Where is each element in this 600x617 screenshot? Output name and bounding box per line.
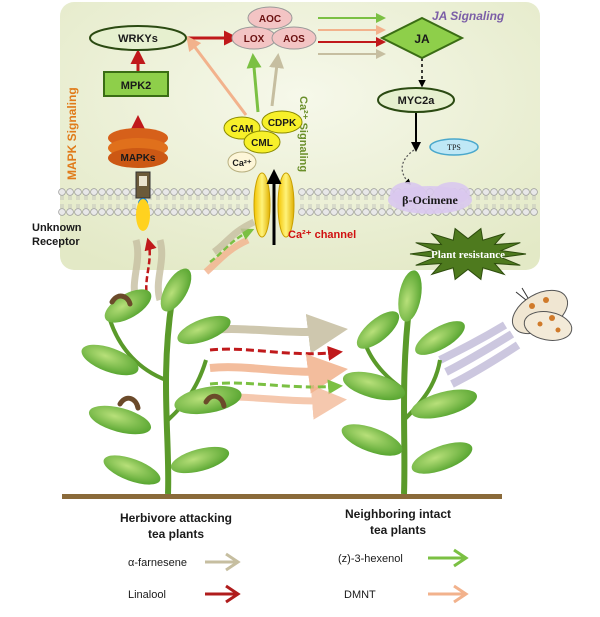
neighbor-label-1: Neighboring intact <box>345 507 451 521</box>
mapks-complex <box>108 128 168 168</box>
mapk-signaling-label: MAPK Signaling <box>65 87 79 180</box>
legend-arrow-icon <box>205 584 241 604</box>
legend-item: Linalool <box>128 584 241 604</box>
cml-node <box>243 130 281 154</box>
myc2a-node <box>377 87 455 113</box>
herbivore-label-2: tea plants <box>148 527 204 541</box>
ocimene-label: β-Ocimene <box>402 193 458 207</box>
ca-channel-label: Ca²⁺ channel <box>288 229 356 241</box>
arrow-ca-to-lox <box>246 53 262 113</box>
arrow-tps-to-ocimene <box>401 149 415 185</box>
neighbor-label-2: tea plants <box>370 523 426 537</box>
cam-label: CAM <box>231 124 254 135</box>
myc2a-label: MYC2a <box>398 95 436 107</box>
legend-arrow-icon <box>428 584 469 604</box>
aoc-node <box>247 6 293 30</box>
cdpk-node <box>261 110 303 134</box>
legend-arrow-icon <box>205 552 241 572</box>
caterpillar-icon <box>109 293 133 307</box>
ca-signaling-label: Ca²⁺ Signaling <box>297 96 309 172</box>
mpk2-label: MPK2 <box>121 80 152 92</box>
lox-label: LOX <box>244 34 265 45</box>
legend-label: α-farnesene <box>128 557 187 569</box>
legend: α-farnesene (z)-3-hexenol Linalool DMNT <box>128 548 469 604</box>
legend-arrow-icon <box>428 548 469 568</box>
unknown-receptor <box>135 171 151 231</box>
wrkys-node <box>89 25 187 51</box>
ca-channel <box>253 172 295 238</box>
unknown-receptor-label-2: Receptor <box>32 236 80 248</box>
caterpillar-icon <box>203 393 227 409</box>
plant-resistance-burst <box>409 227 527 281</box>
ja-signaling-label: JA Signaling <box>432 9 505 23</box>
unknown-receptor-label-1: Unknown <box>32 222 82 234</box>
legend-item: (z)-3-hexenol <box>338 548 469 568</box>
cml-label: CML <box>251 138 273 149</box>
legend-label: Linalool <box>128 589 166 601</box>
herbivore-label-1: Herbivore attacking <box>120 511 232 525</box>
aos-label: AOS <box>283 34 305 45</box>
ocimene-cloud <box>388 182 472 214</box>
ca-ion-label: Ca²⁺ <box>232 158 252 168</box>
ja-label: JA <box>414 32 430 46</box>
plant-resistance-label: Plant resistance <box>431 249 505 261</box>
volatile-arrows-to-moth <box>438 321 521 388</box>
caterpillar-icon <box>117 395 141 411</box>
ja-node <box>379 16 465 60</box>
ca-ion-node <box>227 151 257 173</box>
aos-node <box>271 26 317 50</box>
aoc-label: AOC <box>259 14 281 25</box>
ground-line <box>62 494 502 499</box>
legend-label: (z)-3-hexenol <box>338 553 403 565</box>
neighboring-intact-plant <box>341 270 477 495</box>
legend-label: DMNT <box>344 589 376 601</box>
mapks-label: MAPKs <box>120 153 155 164</box>
tps-node <box>429 138 479 156</box>
arrow-ca-to-aos <box>269 53 285 107</box>
mpk2-node <box>103 71 169 97</box>
tps-label: TPS <box>447 143 461 152</box>
moth-icon <box>512 287 573 341</box>
arrow-cam-to-wrkys <box>186 35 248 116</box>
legend-item: DMNT <box>344 584 469 604</box>
legend-item: α-farnesene <box>128 552 241 572</box>
cdpk-label: CDPK <box>268 118 297 129</box>
wrkys-label: WRKYs <box>118 33 158 45</box>
